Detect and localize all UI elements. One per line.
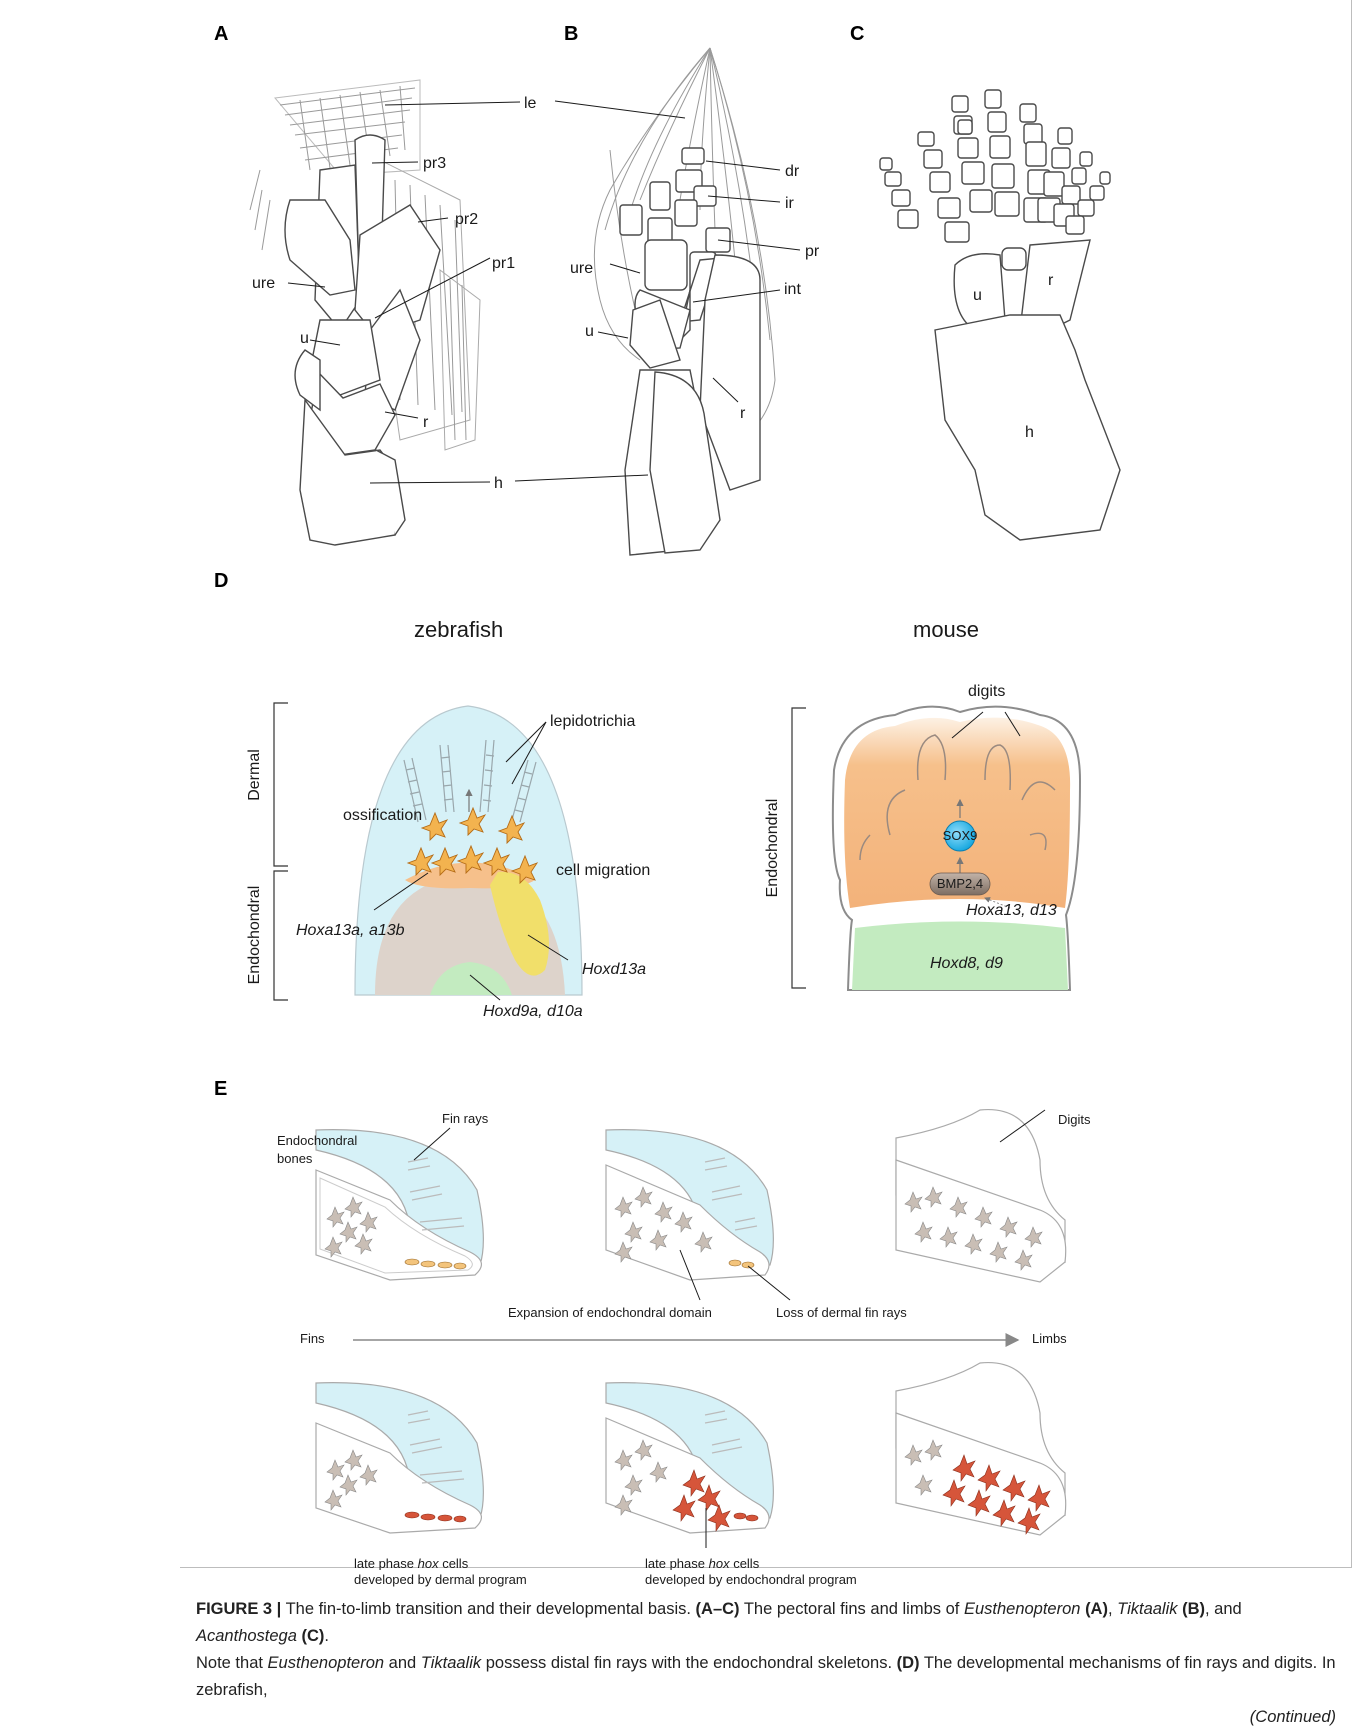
caption-text-1: The fin-to-limb transition and their dev… bbox=[281, 1600, 695, 1618]
label-int: int bbox=[784, 281, 801, 298]
caption-acanthostega: Acanthostega bbox=[196, 1627, 297, 1645]
mouse-endochondral-label: Endochondral bbox=[764, 799, 781, 898]
panel-letter-e: E bbox=[214, 1078, 227, 1100]
e-limb-3 bbox=[896, 1110, 1066, 1282]
label-dr: dr bbox=[785, 163, 800, 180]
caption-text-6: Note that bbox=[196, 1654, 268, 1672]
label-r-c: r bbox=[1048, 272, 1054, 289]
label-r-a: r bbox=[423, 414, 429, 431]
panel-e: E Fin rays Endoc bbox=[214, 1078, 1091, 1570]
limbs-label: Limbs bbox=[1032, 1331, 1067, 1346]
panel-a: A bbox=[214, 23, 537, 545]
mouse-limb bbox=[833, 707, 1080, 990]
label-u-b: u bbox=[585, 323, 594, 340]
caption-d: (D) bbox=[897, 1654, 920, 1672]
panel-letter-c: C bbox=[850, 23, 864, 45]
panel-b: B bbox=[515, 23, 820, 555]
hoxd13a-label: Hoxd13a bbox=[582, 961, 646, 978]
cell-migration-label: cell migration bbox=[556, 862, 650, 879]
expansion-label: Expansion of endochondral domain bbox=[508, 1305, 712, 1320]
zebrafish-brackets bbox=[274, 703, 288, 1000]
caption-text-4: , and bbox=[1205, 1600, 1242, 1618]
lepidotrichia-label: lepidotrichia bbox=[550, 713, 635, 730]
label-u-c: u bbox=[973, 287, 982, 304]
ossification-label: ossification bbox=[343, 807, 422, 824]
label-u-a: u bbox=[300, 330, 309, 347]
zebrafish-dermal-label: Dermal bbox=[246, 749, 263, 801]
mouse-title: mouse bbox=[913, 617, 979, 642]
caption-text-8: possess distal fin rays with the endocho… bbox=[481, 1654, 896, 1672]
panel-c: C bbox=[850, 23, 1120, 540]
hoxa13a-label: Hoxa13a, a13b bbox=[296, 922, 405, 939]
late1-label-line2: developed by dermal program bbox=[354, 1572, 527, 1587]
zebrafish-fin bbox=[355, 706, 582, 1000]
label-h-c: h bbox=[1025, 424, 1034, 441]
zebrafish-endochondral-label: Endochondral bbox=[246, 886, 263, 985]
label-r-b: r bbox=[740, 405, 746, 422]
e-fin-4 bbox=[316, 1383, 483, 1533]
caption-text-3: , bbox=[1108, 1600, 1117, 1618]
panel-c-bones bbox=[935, 240, 1120, 540]
panel-d: D zebrafish mouse Dermal Endochondral bbox=[214, 570, 1080, 1020]
digits-e-label: Digits bbox=[1058, 1112, 1091, 1127]
caption-b: (B) bbox=[1182, 1600, 1205, 1618]
caption-fig-number: FIGURE 3 | bbox=[196, 1600, 281, 1618]
endochondral-bones-label-2: bones bbox=[277, 1151, 313, 1166]
caption-ac: (A–C) bbox=[696, 1600, 740, 1618]
caption-tiktaalik-2: Tiktaalik bbox=[421, 1654, 481, 1672]
late2-label: late phase hox cells bbox=[645, 1556, 760, 1570]
panel-c-digits bbox=[880, 90, 1110, 242]
caption-text-5: . bbox=[324, 1627, 329, 1645]
mouse-hoxd8-label: Hoxd8, d9 bbox=[930, 955, 1003, 972]
late2-label-line2: developed by endochondral program bbox=[645, 1572, 857, 1587]
label-le: le bbox=[524, 95, 537, 112]
caption-text-2: The pectoral fins and limbs of bbox=[740, 1600, 964, 1618]
panel-letter-a: A bbox=[214, 23, 228, 45]
caption-c: (C) bbox=[302, 1627, 325, 1645]
label-h-a: h bbox=[494, 475, 503, 492]
caption-text-7: and bbox=[384, 1654, 421, 1672]
digits-label: digits bbox=[968, 683, 1005, 700]
late1-label: late phase hox cells bbox=[354, 1556, 469, 1570]
mouse-hoxa13-label: Hoxa13, d13 bbox=[966, 902, 1057, 919]
hoxd9a-label: Hoxd9a, d10a bbox=[483, 1003, 583, 1020]
loss-label: Loss of dermal fin rays bbox=[776, 1305, 907, 1320]
label-pr3: pr3 bbox=[423, 155, 446, 172]
bmp-label: BMP2,4 bbox=[937, 876, 983, 891]
label-ure-b: ure bbox=[570, 260, 593, 277]
panel-letter-b: B bbox=[564, 23, 578, 45]
label-ir: ir bbox=[785, 195, 795, 212]
caption-tiktaalik: Tiktaalik bbox=[1117, 1600, 1177, 1618]
figure-caption: FIGURE 3 | The fin-to-limb transition an… bbox=[196, 1596, 1336, 1731]
zebrafish-title: zebrafish bbox=[414, 617, 503, 642]
label-pr: pr bbox=[805, 243, 820, 260]
caption-a: (A) bbox=[1085, 1600, 1108, 1618]
sox9-label: SOX9 bbox=[943, 828, 978, 843]
caption-eusthenopteron-2: Eusthenopteron bbox=[268, 1654, 385, 1672]
figure-canvas: A bbox=[0, 0, 1363, 1570]
e-limb-6 bbox=[896, 1363, 1066, 1535]
mouse-bracket bbox=[792, 708, 806, 988]
endochondral-bones-label-1: Endochondral bbox=[277, 1133, 357, 1148]
e-fin-5 bbox=[606, 1383, 773, 1548]
fins-label: Fins bbox=[300, 1331, 325, 1346]
label-ure-a: ure bbox=[252, 275, 275, 292]
e-fin-2 bbox=[606, 1130, 790, 1300]
label-pr1: pr1 bbox=[492, 255, 515, 272]
label-pr2: pr2 bbox=[455, 211, 478, 228]
panel-letter-d: D bbox=[214, 570, 228, 592]
panel-b-bones bbox=[620, 148, 760, 555]
caption-eusthenopteron: Eusthenopteron bbox=[964, 1600, 1081, 1618]
fin-rays-label: Fin rays bbox=[442, 1111, 489, 1126]
e-fin-1 bbox=[316, 1128, 483, 1280]
